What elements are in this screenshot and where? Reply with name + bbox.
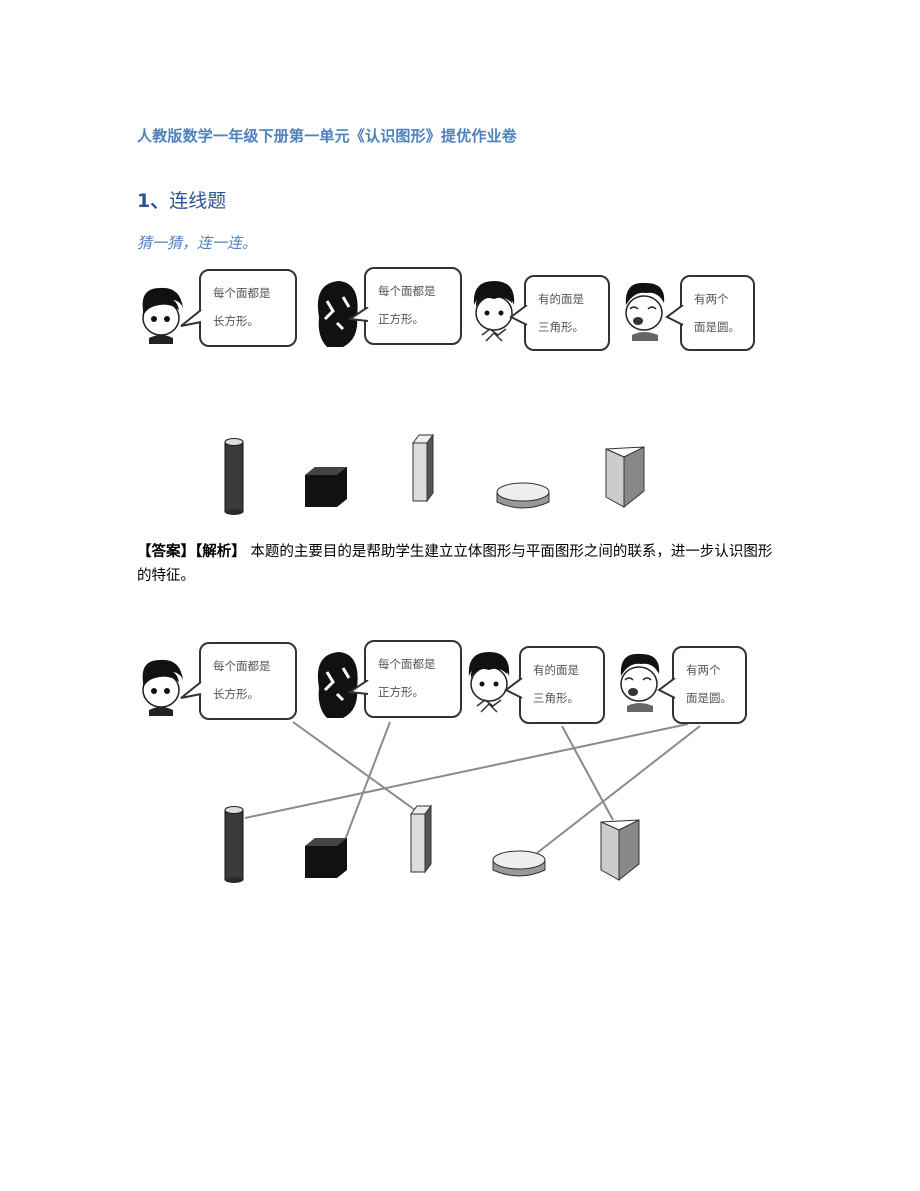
cylinder-flat-icon bbox=[492, 850, 546, 877]
bubble-line: 每个面都是 bbox=[378, 284, 436, 298]
girl-long-hair-avatar-icon bbox=[317, 652, 358, 718]
answer-speech-bubble-4: 有两个 面是圆。 bbox=[672, 646, 747, 724]
bubble-tail-icon bbox=[665, 305, 684, 326]
bubble-tail-icon bbox=[348, 680, 369, 695]
answer-figure: 每个面都是 长方形。 每个面都是 正方形。 有的面是 三角形。 有两个 面是圆。 bbox=[135, 640, 785, 890]
bubble-line: 每个面都是 bbox=[378, 657, 436, 671]
bubble-line: 面是圆。 bbox=[686, 691, 732, 705]
bubble-line: 面是圆。 bbox=[694, 320, 740, 334]
bubble-line: 有两个 bbox=[686, 663, 721, 677]
analysis-text: 本题的主要目的是帮助学生建立立体图形与平面图形之间的联系，进一步认识图形的特征。 bbox=[137, 544, 773, 584]
bubble-line: 每个面都是 bbox=[213, 659, 271, 673]
cuboid-thin-icon bbox=[410, 804, 432, 874]
speech-bubble-3: 有的面是 三角形。 bbox=[524, 275, 610, 351]
cylinder-flat-icon bbox=[496, 482, 550, 509]
instruction-text: 猜一猜，连一连。 bbox=[137, 234, 258, 252]
boy-laughing-avatar-icon bbox=[620, 653, 660, 712]
analysis-tag: 【解析】 bbox=[195, 544, 246, 560]
section-heading: 1、连线题 bbox=[137, 186, 226, 213]
bubble-line: 三角形。 bbox=[533, 691, 579, 705]
bubble-line: 三角形。 bbox=[538, 320, 584, 334]
bubble-line: 有的面是 bbox=[533, 663, 579, 677]
question-figure: 每个面都是 长方形。 每个面都是 正方形。 有的面是 三角形。 有两个 面是圆。 bbox=[135, 265, 785, 525]
boy-short-hair-avatar-icon bbox=[473, 281, 515, 342]
triangular-prism-icon bbox=[605, 446, 645, 509]
cube-icon bbox=[305, 467, 347, 507]
bubble-tail-icon bbox=[180, 682, 202, 699]
bubble-tail-icon bbox=[180, 310, 202, 327]
bubble-line: 有两个 bbox=[694, 292, 729, 306]
cylinder-tall-icon bbox=[224, 806, 244, 883]
speech-bubble-4: 有两个 面是圆。 bbox=[680, 275, 755, 351]
bubble-line: 正方形。 bbox=[378, 312, 424, 326]
section-heading-text: 连线题 bbox=[169, 190, 227, 212]
triangular-prism-icon bbox=[600, 819, 640, 882]
answer-paragraph: 【答案】【解析】 本题的主要目的是帮助学生建立立体图形与平面图形之间的联系，进一… bbox=[137, 540, 777, 588]
bubble-tail-icon bbox=[509, 305, 528, 326]
cylinder-tall-icon bbox=[224, 438, 244, 515]
speech-bubble-1: 每个面都是 长方形。 bbox=[199, 269, 297, 347]
boy-laughing-avatar-icon bbox=[625, 282, 665, 341]
girl-ponytail-avatar-icon bbox=[142, 659, 183, 716]
speech-bubble-2: 每个面都是 正方形。 bbox=[364, 267, 462, 345]
bubble-line: 正方形。 bbox=[378, 685, 424, 699]
bubble-tail-icon bbox=[348, 307, 369, 322]
girl-ponytail-avatar-icon bbox=[142, 287, 183, 344]
cube-icon bbox=[305, 838, 347, 878]
answer-connection-lines bbox=[244, 721, 701, 854]
bubble-tail-icon bbox=[504, 678, 523, 699]
girl-long-hair-avatar-icon bbox=[317, 281, 358, 347]
answer-speech-bubble-1: 每个面都是 长方形。 bbox=[199, 642, 297, 720]
document-title: 人教版数学一年级下册第一单元《认识图形》提优作业卷 bbox=[137, 127, 518, 145]
answer-speech-bubble-3: 有的面是 三角形。 bbox=[519, 646, 605, 724]
bubble-line: 长方形。 bbox=[213, 314, 259, 328]
bubble-line: 每个面都是 bbox=[213, 286, 271, 300]
bubble-line: 长方形。 bbox=[213, 687, 259, 701]
bubble-line: 有的面是 bbox=[538, 292, 584, 306]
answer-speech-bubble-2: 每个面都是 正方形。 bbox=[364, 640, 462, 718]
cuboid-thin-icon bbox=[412, 433, 434, 503]
answer-tag: 【答案】 bbox=[137, 544, 195, 560]
boy-short-hair-avatar-icon bbox=[468, 652, 510, 713]
section-number: 1、 bbox=[137, 190, 170, 212]
bubble-tail-icon bbox=[657, 678, 676, 699]
